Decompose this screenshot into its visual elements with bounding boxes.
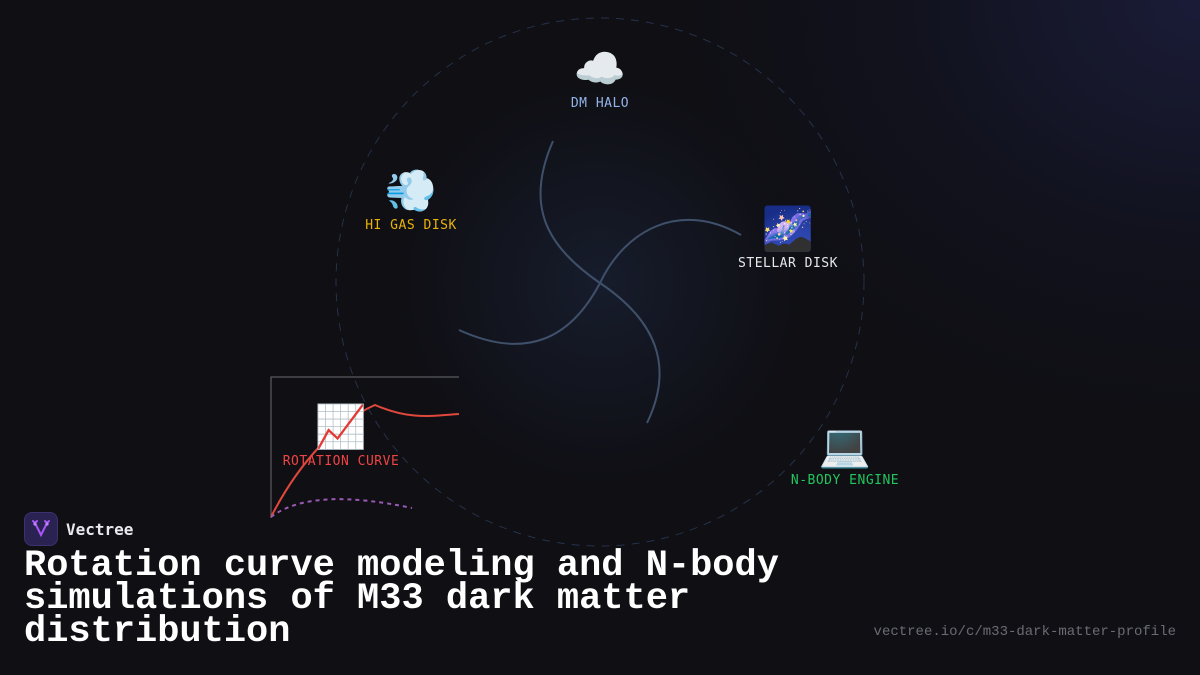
spiral-arm-2 bbox=[458, 218, 742, 345]
brand-name: Vectree bbox=[66, 519, 134, 539]
node-label: ROTATION CURVE bbox=[282, 454, 400, 469]
branching-v-icon bbox=[24, 512, 58, 546]
node-label: DM HALO bbox=[570, 96, 630, 111]
node-hi-gas-disk[interactable]: 💨 HI GAS DISK bbox=[365, 166, 457, 233]
node-dm-halo[interactable]: ☁️ DM HALO bbox=[571, 44, 629, 111]
node-label: HI GAS DISK bbox=[365, 218, 457, 233]
brand[interactable]: Vectree bbox=[24, 512, 133, 546]
node-label: STELLAR DISK bbox=[738, 256, 838, 271]
chart-axes bbox=[270, 376, 459, 518]
dashing-wind-icon: 💨 bbox=[384, 166, 438, 215]
page-url[interactable]: vectree.io/c/m33-dark-matter-profile bbox=[873, 624, 1176, 640]
cloud-icon: ☁️ bbox=[573, 44, 627, 93]
node-n-body-engine[interactable]: 💻 N-BODY ENGINE bbox=[791, 421, 899, 488]
rotation-curve-line bbox=[270, 403, 460, 518]
node-label: N-BODY ENGINE bbox=[790, 473, 900, 488]
orbit-dashed-circle bbox=[335, 17, 865, 547]
baryonic-curve-dashed bbox=[270, 498, 413, 518]
node-rotation-curve[interactable]: 📈 ROTATION CURVE bbox=[283, 402, 400, 469]
node-stellar-disk[interactable]: 🌌 STELLAR DISK bbox=[738, 204, 838, 271]
page-title: Rotation curve modeling and N-body simul… bbox=[24, 545, 779, 653]
milky-way-icon: 🌌 bbox=[761, 204, 815, 253]
laptop-icon: 💻 bbox=[818, 421, 872, 470]
chart-increasing-icon: 📈 bbox=[314, 402, 368, 451]
